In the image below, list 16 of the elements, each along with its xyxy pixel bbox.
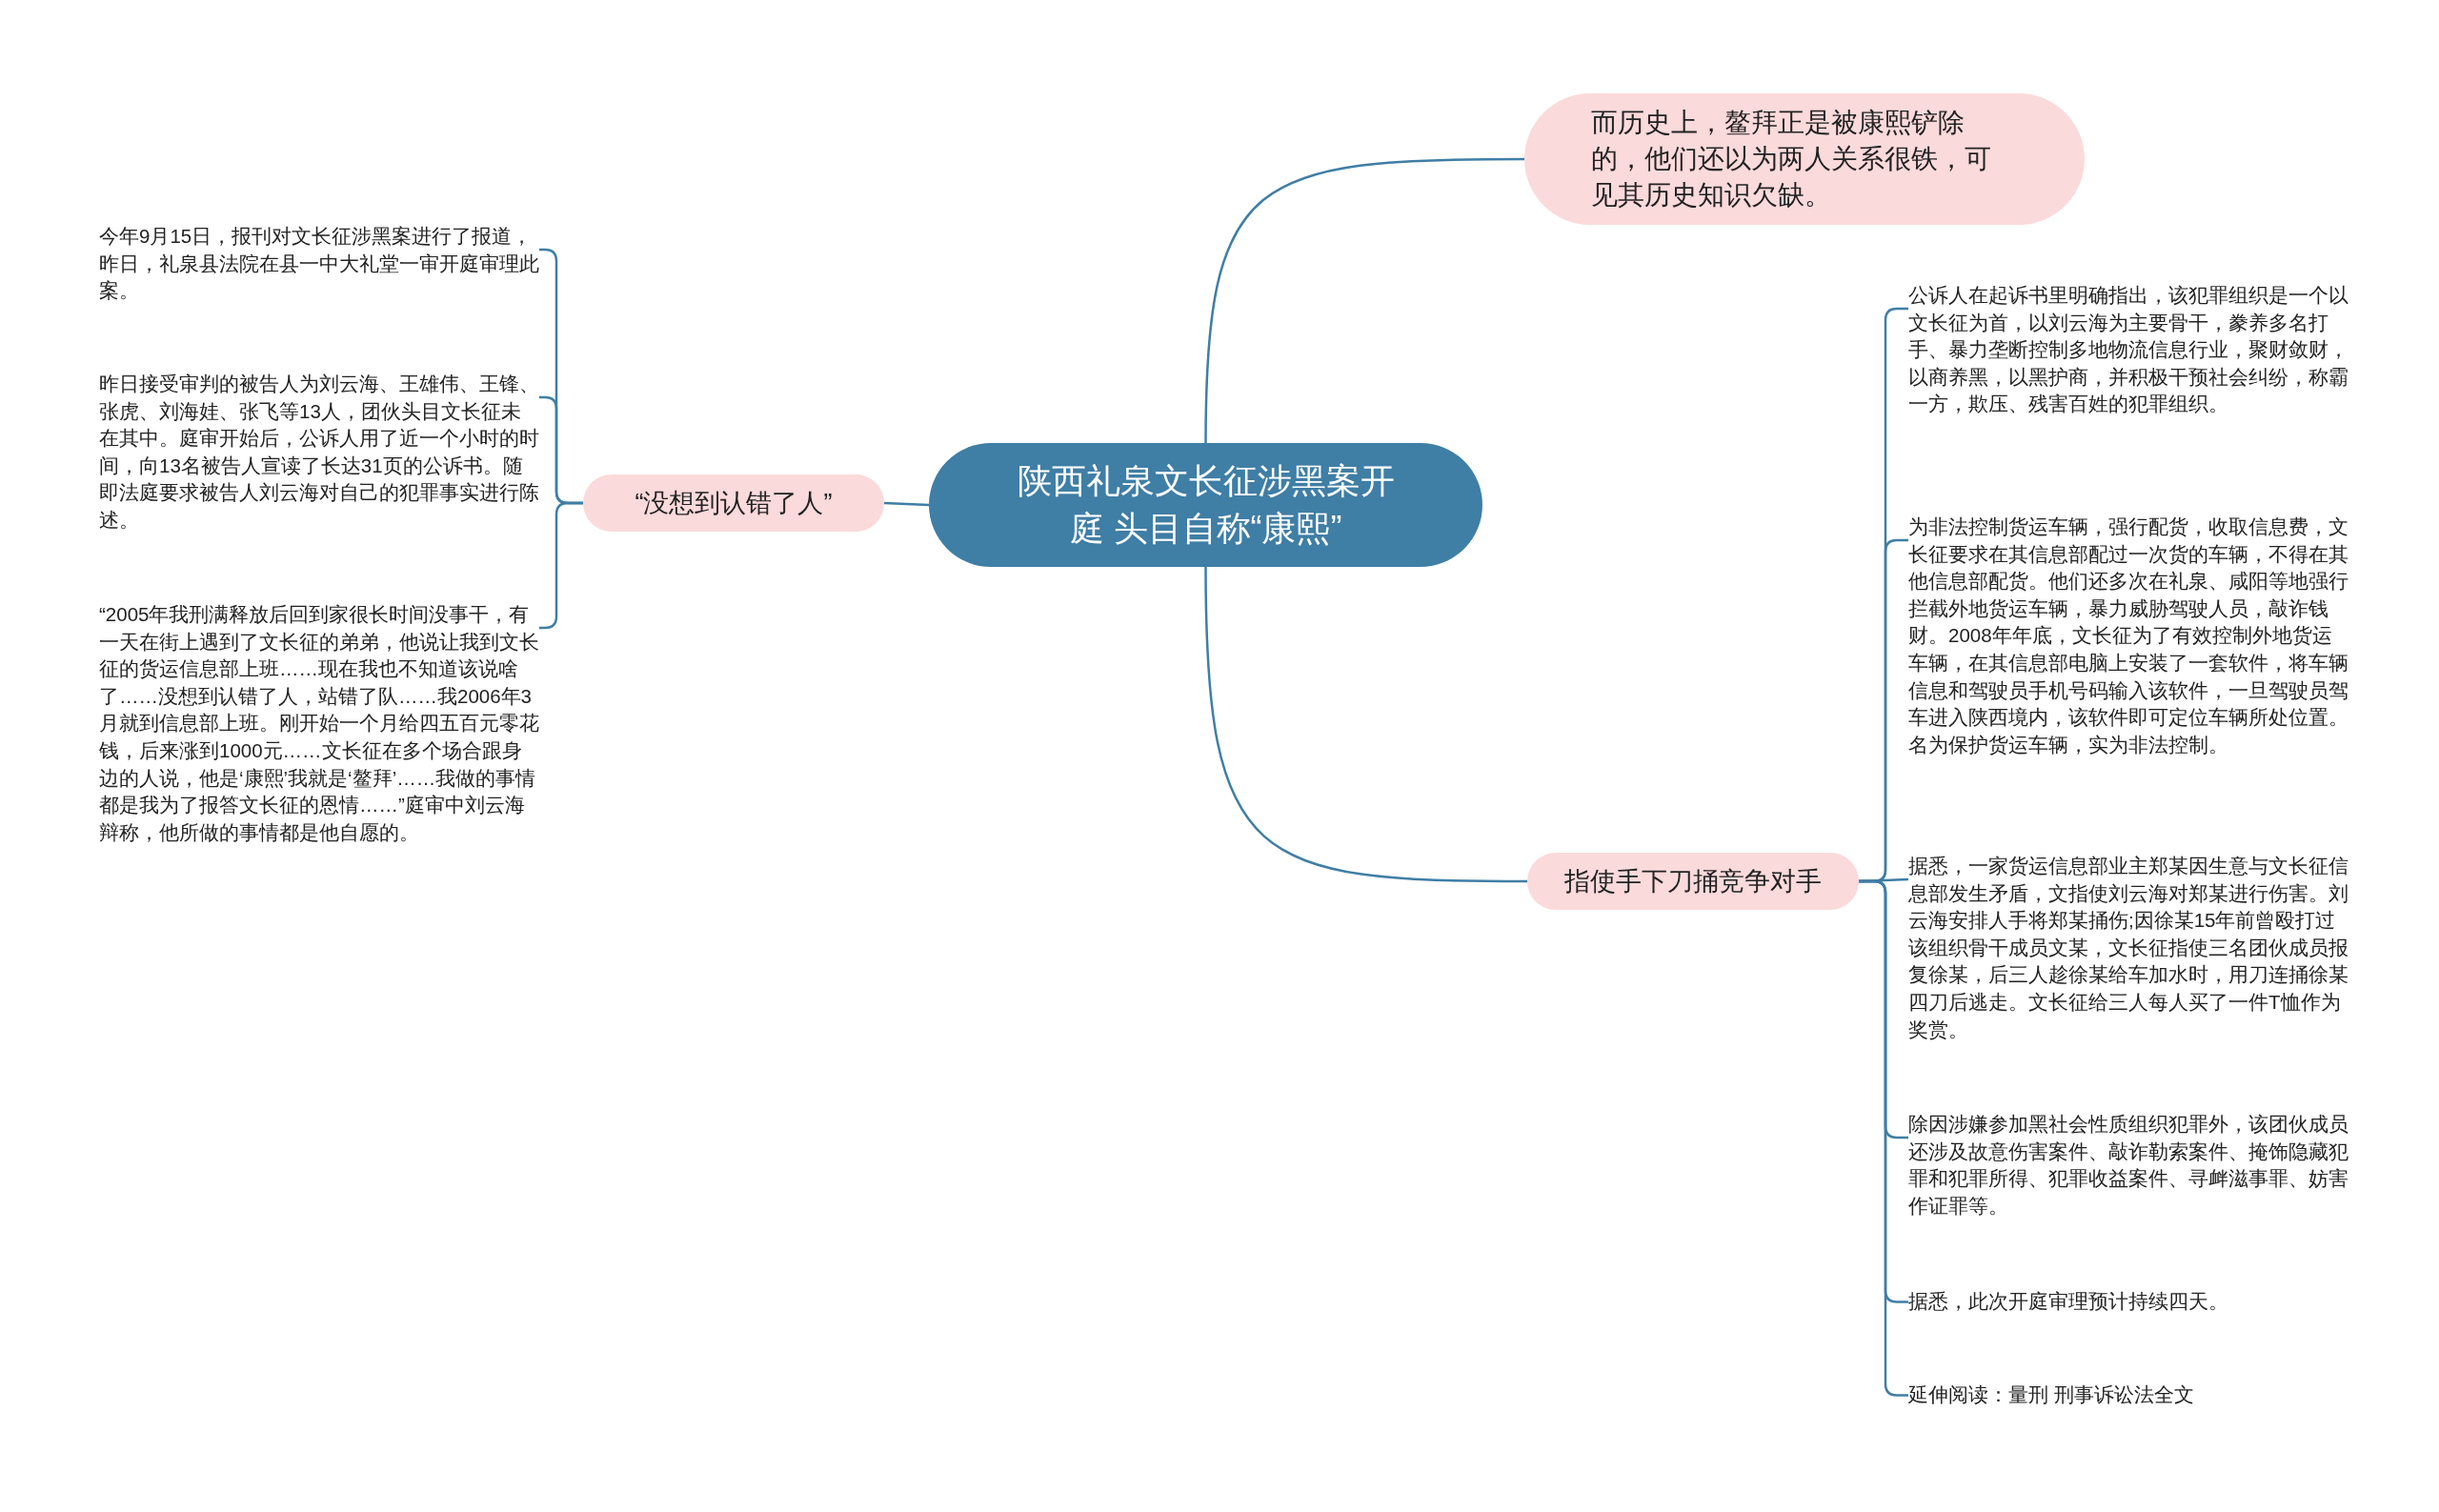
leaf-text: 据悉，此次开庭审理预计持续四天。 — [1908, 1288, 2348, 1316]
connector-line — [1204, 157, 1524, 444]
leaf-text: 据悉，一家货运信息部业主郑某因生意与文长征信息部发生矛盾，文指使刘云海对郑某进行伤害。刘云海安排人手将郑某捅伤;因徐某15年前曾殴打过该组织骨干成员文某，文长征指使三名团伙成员报复徐某，后三人趁徐某给车加水时，用刀连捅徐某四刀后逃走。文长征给三人每人买了一件T恤作为奖赏。 — [1908, 853, 2348, 1044]
branch-node: “没想到认错了人” — [583, 474, 884, 532]
leaf-text: 为非法控制货运车辆，强行配货，收取信息费，文长征要求在其信息部配过一次货的车辆，不得在其他信息部配货。他们还多次在礼泉、咸阳等地强行拦截外地货运车辆，暴力威胁驾驶人员，敲诈钱财。2008年年底，文长征为了有效控制外地货运车辆，在其信息部电脑上安装了一套软件，将车辆信息和驾驶员手机号码输入该软件，一旦驾驶员驾车进入陕西境内，该软件即可定位车辆所处位置。名为保护货运车辆，实为非法控制。 — [1908, 514, 2348, 759]
leaf-text: 延伸阅读：量刑 刑事诉讼法全文 — [1908, 1381, 2348, 1409]
connector-line — [883, 501, 930, 507]
leaf-text: 昨日接受审判的被告人为刘云海、王雄伟、王锋、张虎、刘海娃、张飞等13人，团伙头目文长征未在其中。庭审开始后，公诉人用了近一个小时的时间，向13名被告人宣读了长达31页的公诉书。随即法庭要求被告人刘云海对自己的犯罪事实进行陈述。 — [99, 371, 539, 534]
leaf-text: 公诉人在起诉书里明确指出，该犯罪组织是一个以文长征为首，以刘云海为主要骨干，豢养多名打手、暴力垄断控制多地物流信息行业，聚财敛财，以商养黑，以黑护商，并积极干预社会纠纷，称霸一方，欺压、残害百姓的犯罪组织。 — [1908, 282, 2348, 418]
connector-line — [1204, 566, 1527, 883]
topic-node: 陕西礼泉文长征涉黑案开庭 头目自称“康熙” — [929, 443, 1482, 567]
branch-node: 指使手下刀捅竞争对手 — [1527, 853, 1859, 910]
leaf-text: “2005年我刑满释放后回到家很长时间没事干，有一天在街上遇到了文长征的弟弟，他说让我到文长征的货运信息部上班……现在我也不知道该说啥了……没想到认错了人，站错了队……我2006年3月就到信息部上班。刚开始一个月给四五百元零花钱，后来涨到1000元……文长征在多个场合跟身边的人说，他是‘康熙’我就是‘鳌拜’……我做的事情都是我为了报答文长征的恩情……”庭审中刘云海辩称，他所做的事情都是他自愿的。 — [99, 601, 539, 847]
leaf-text: 除因涉嫌参加黑社会性质组织犯罪外，该团伙成员还涉及故意伤害案件、敲诈勒索案件、掩饰隐藏犯罪和犯罪所得、犯罪收益案件、寻衅滋事罪、妨害作证罪等。 — [1908, 1111, 2348, 1220]
branch-node: 而历史上，鳌拜正是被康熙铲除的，他们还以为两人关系很铁，可见其历史知识欠缺。 — [1524, 93, 2085, 225]
leaf-text: 今年9月15日，报刊对文长征涉黑案进行了报道，昨日，礼泉县法院在县一中大礼堂一审开庭审理此案。 — [99, 223, 539, 305]
